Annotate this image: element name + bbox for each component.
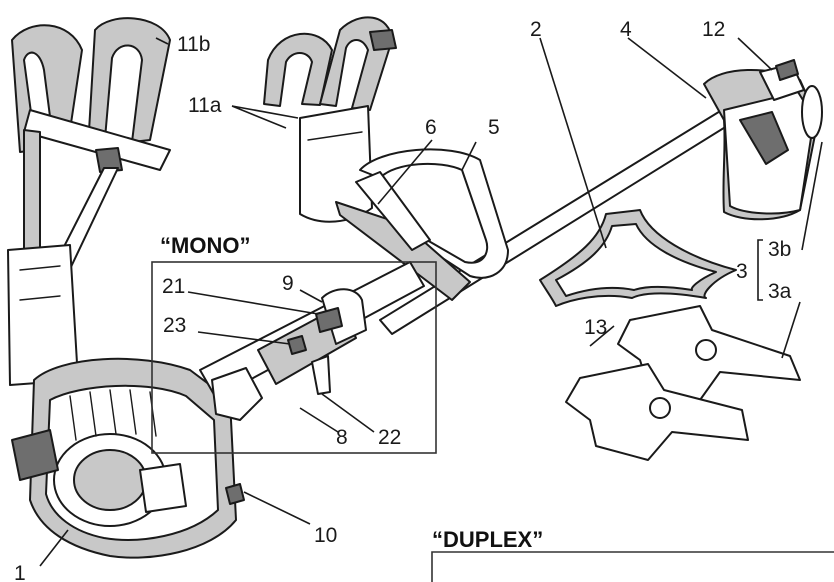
label-4: 4 bbox=[620, 18, 632, 41]
cutting-head bbox=[703, 59, 823, 221]
part-labels: 11b 11a 2 4 12 5 6 21 9 23 8 22 10 1 13 … bbox=[14, 18, 792, 582]
label-23: 23 bbox=[163, 314, 186, 337]
label-3: 3 bbox=[736, 260, 748, 283]
label-8: 8 bbox=[336, 426, 348, 449]
mono-heading: “MONO” bbox=[160, 233, 250, 258]
label-6: 6 bbox=[425, 116, 437, 139]
label-5: 5 bbox=[488, 116, 500, 139]
label-11a: 11a bbox=[188, 94, 222, 117]
label-13: 13 bbox=[584, 316, 607, 339]
single-harness bbox=[263, 16, 397, 223]
label-10: 10 bbox=[314, 524, 337, 547]
label-3a: 3a bbox=[768, 280, 792, 303]
label-21: 21 bbox=[162, 275, 185, 298]
mono-frame bbox=[151, 261, 437, 454]
label-9: 9 bbox=[282, 272, 294, 295]
duplex-heading: “DUPLEX” bbox=[432, 527, 543, 552]
label-12: 12 bbox=[702, 18, 725, 41]
control-grip bbox=[199, 261, 425, 421]
engine-unit bbox=[11, 357, 245, 559]
leader-lines bbox=[39, 37, 823, 567]
brush-blades bbox=[565, 305, 801, 461]
spare-guard bbox=[539, 209, 737, 307]
label-22: 22 bbox=[378, 426, 401, 449]
label-2: 2 bbox=[530, 18, 542, 41]
label-3b: 3b bbox=[768, 238, 791, 261]
double-harness bbox=[7, 17, 171, 386]
label-1: 1 bbox=[14, 562, 26, 582]
label-11b: 11b bbox=[177, 33, 210, 56]
duplex-frame bbox=[431, 551, 834, 582]
